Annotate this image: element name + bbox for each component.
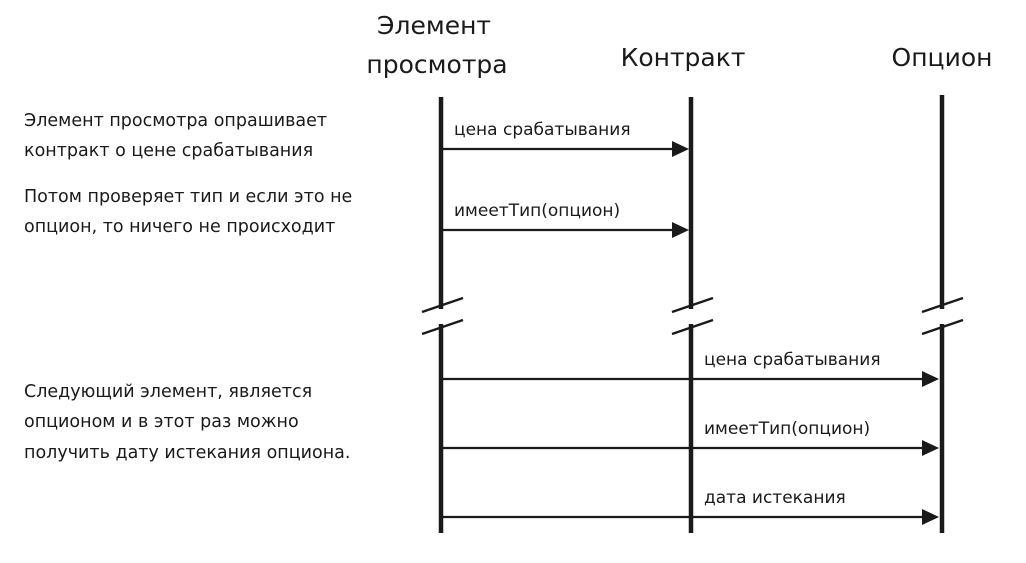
message-3-label: цена срабатывания xyxy=(704,350,881,370)
message-5: дата истекания xyxy=(443,488,939,525)
participant-contract: Контракт xyxy=(621,43,746,72)
note-2: Потом проверяет тип и если это не опцион… xyxy=(24,187,352,237)
participant-view-element-name-line-2: просмотра xyxy=(366,50,507,79)
message-4-label: имеетТип(опцион) xyxy=(704,419,870,439)
note-2-line-2: опцион, то ничего не происходит xyxy=(24,217,335,237)
message-1-arrowhead xyxy=(672,141,689,157)
participant-option-name: Опцион xyxy=(892,43,993,72)
message-1-label: цена срабатывания xyxy=(454,120,631,140)
participant-contract-name: Контракт xyxy=(621,43,746,72)
message-2: имеетТип(опцион) xyxy=(443,201,689,238)
note-2-line-1: Потом проверяет тип и если это не xyxy=(24,187,352,207)
message-5-arrowhead xyxy=(922,509,939,525)
note-1-line-2: контракт о цене срабатывания xyxy=(24,141,313,161)
note-1: Элемент просмотра опрашивает контракт о … xyxy=(24,111,327,161)
note-3-line-2: опционом и в этот раз можно xyxy=(24,412,299,432)
message-4-arrowhead xyxy=(922,440,939,456)
break-mark-option xyxy=(921,296,964,336)
participant-view-element: Элемент просмотра xyxy=(366,11,507,79)
message-2-label: имеетТип(опцион) xyxy=(454,201,620,221)
note-1-line-1: Элемент просмотра опрашивает xyxy=(24,111,327,131)
message-3: цена срабатывания xyxy=(443,350,939,387)
note-3-line-3: получить дату истекания опциона. xyxy=(24,443,350,463)
message-5-label: дата истекания xyxy=(704,488,846,508)
break-mark-view-element xyxy=(421,296,464,336)
participant-view-element-name-line-1: Элемент xyxy=(377,11,491,40)
participant-option: Опцион xyxy=(892,43,993,72)
break-mark-contract xyxy=(671,296,714,336)
message-3-arrowhead xyxy=(922,371,939,387)
message-4: имеетТип(опцион) xyxy=(443,419,939,456)
message-1: цена срабатывания xyxy=(443,120,689,157)
note-3: Следующий элемент, является опционом и в… xyxy=(24,382,350,463)
note-3-line-1: Следующий элемент, является xyxy=(24,382,312,402)
message-2-arrowhead xyxy=(672,222,689,238)
